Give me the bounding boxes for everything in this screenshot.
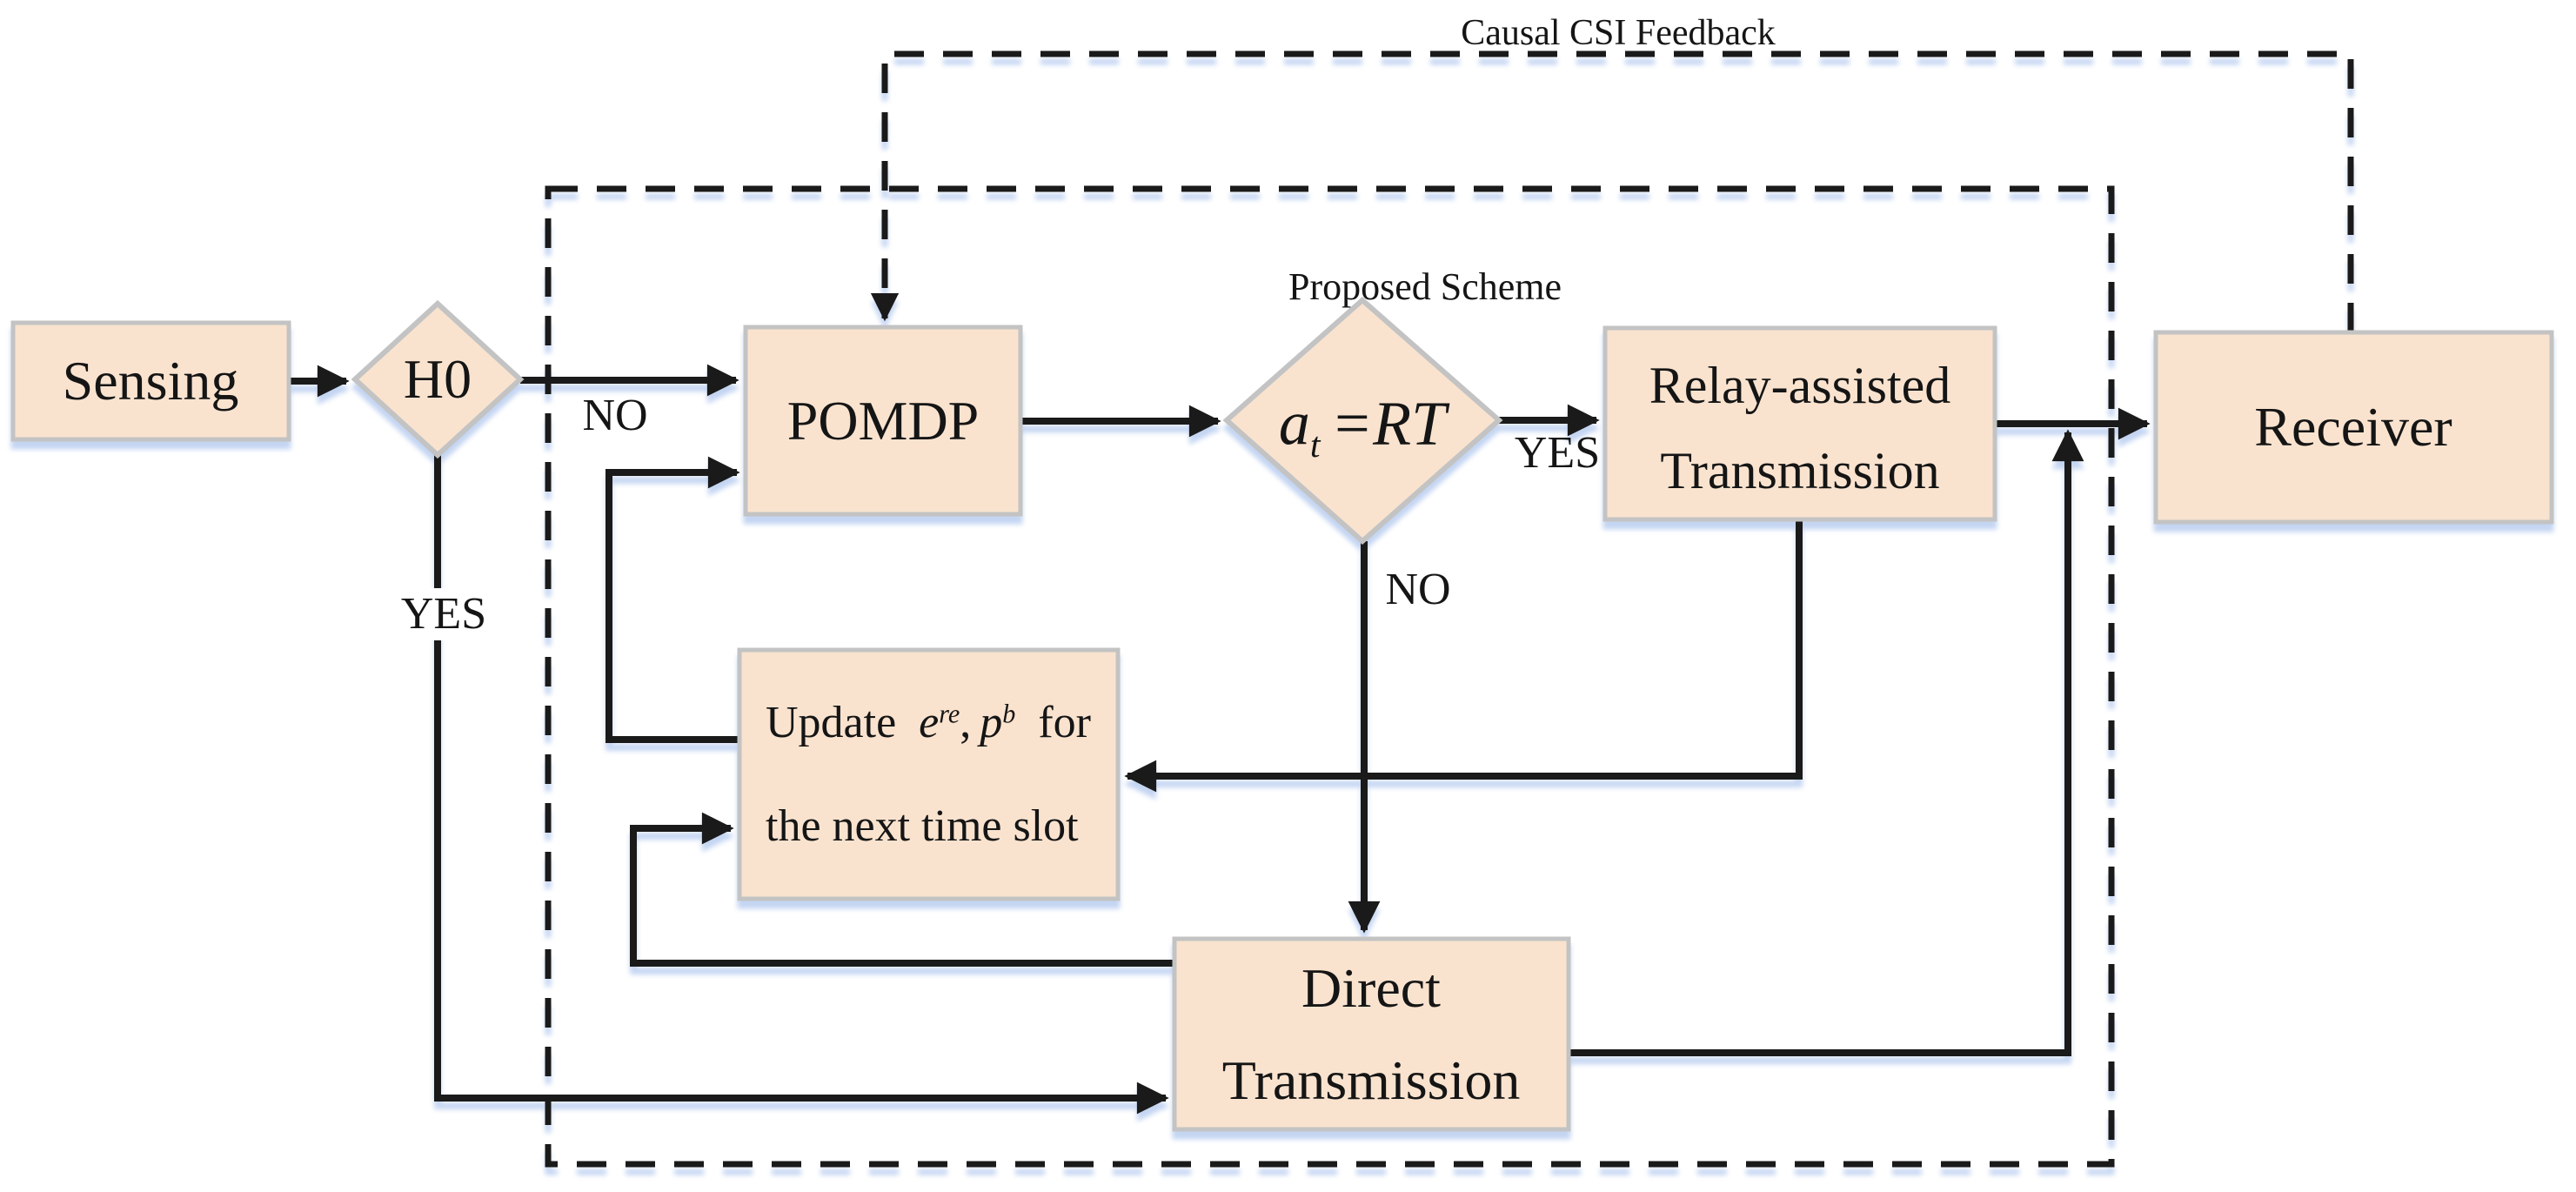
edge-relay-to-update [1124,519,1803,793]
causal-csi-feedback-label: Causal CSI Feedback [1461,13,1776,53]
update-p-sup: b [1002,699,1016,729]
h0-label: H0 [403,348,472,410]
csi-feedback-path [870,50,2354,332]
decision-no-edge-label: NO [1385,565,1451,614]
action-decision-label: at=RT [1279,392,1446,464]
decision-equals-rt: =RT [1330,388,1447,459]
decision-var: a [1278,388,1310,459]
relay-label-line2: Transmission [1660,442,1940,499]
action-decision-diamond [1222,297,1503,546]
edge-update-to-pomdp [606,456,740,743]
update-word: Update [766,698,897,747]
update-for-word: for [1038,698,1091,747]
proposed-scheme-boundary [545,185,2115,1168]
relay-label-line1: Relay-assisted [1649,357,1951,414]
pomdp-box [743,325,1023,517]
edge-direct-to-receiver-merge [1569,429,2084,1056]
h0-decision-diamond [351,299,525,459]
receiver-box [2153,330,2554,525]
sensing-box [10,320,291,442]
update-e-sup: re [939,699,960,729]
h0-no-edge-label: NO [582,391,648,440]
relay-transmission-box [1602,325,1997,522]
receiver-label: Receiver [2254,396,2452,458]
direct-transmission-box [1172,936,1571,1132]
update-p-var: p [980,698,1003,747]
pomdp-label: POMDP [786,390,980,452]
decision-subscript: t [1309,425,1321,465]
update-comma: , [960,698,972,747]
edge-h0-yes-to-direct [434,455,1169,1115]
proposed-scheme-label: Proposed Scheme [1288,265,1562,308]
update-box [737,647,1121,901]
sensing-label: Sensing [62,350,239,412]
h0-yes-edge-label: YES [388,588,499,640]
direct-label-line1: Direct [1301,957,1441,1019]
update-e-var: e [919,698,940,747]
direct-label-line2: Transmission [1221,1049,1521,1111]
update-label-line2: the next time slot [766,801,1079,851]
edge-direct-to-update [630,812,1174,967]
decision-yes-edge-label: YES [1514,428,1601,478]
